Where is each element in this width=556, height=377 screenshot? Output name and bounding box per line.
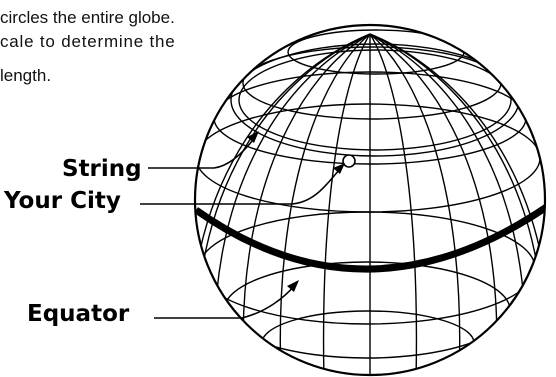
equator-leader xyxy=(154,285,295,318)
your-city-label: Your City xyxy=(4,188,121,214)
city-arrow xyxy=(333,163,345,174)
latitude-line xyxy=(224,262,510,358)
equator-label: Equator xyxy=(27,301,129,327)
equator-arrow xyxy=(287,280,299,292)
city-marker xyxy=(343,155,355,167)
string-label: String xyxy=(62,156,142,182)
latitude-line xyxy=(196,104,540,212)
leader-lines xyxy=(140,136,341,318)
latitude-line xyxy=(262,311,474,375)
